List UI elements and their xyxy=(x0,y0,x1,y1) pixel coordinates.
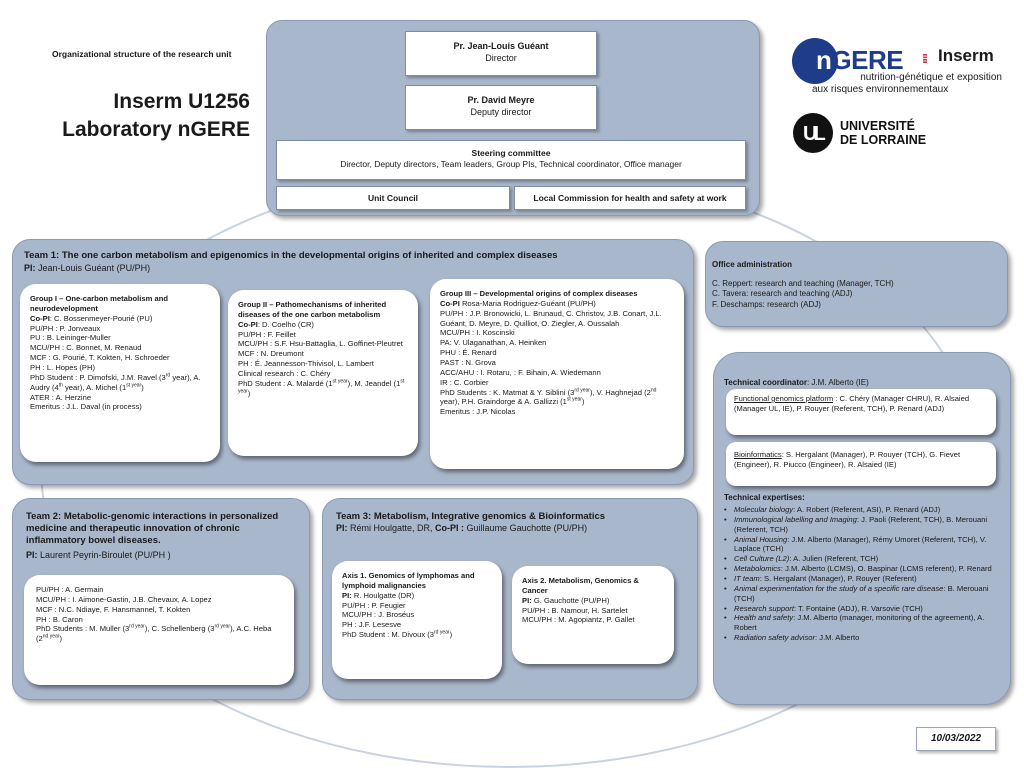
team1-group2-box: Group II – Pathomechanisms of inherited … xyxy=(228,290,418,456)
expertise-item: Research support: T. Fontaine (ADJ), R. … xyxy=(724,604,996,614)
group3-line: PA: V. Ulaganathan, A. Heinken xyxy=(440,338,547,348)
team3-axis2-box: Axis 2. Metabolism, Genomics & Cancer PI… xyxy=(512,566,674,664)
group2-line: PU/PH : F. Feillet xyxy=(238,329,296,339)
team2-line: PU/PH : A. Germain xyxy=(36,585,104,594)
inserm-logo: Inserm xyxy=(938,46,994,65)
team2-title: Team 2: Metabolic-genomic interactions i… xyxy=(26,511,279,546)
director-box: Pr. Jean-Louis Guéant Director xyxy=(405,31,597,76)
office-members: C. Reppert: research and teaching (Manag… xyxy=(712,279,894,309)
expertise-item: Animal experimentation for the study of … xyxy=(724,584,996,604)
group1-line: Emeritus : J.L. Daval (in process) xyxy=(30,402,142,412)
page-title: Inserm U1256 Laboratory nGERE xyxy=(62,90,250,142)
expertise-item: Metabolomics: J.M. Alberto (LCMS), O. Ba… xyxy=(724,564,996,574)
axis1-title: Axis 1. Genomics of lymphomas and lympho… xyxy=(342,571,475,590)
technical-expertises-title: Technical expertises: xyxy=(724,493,805,502)
team2-line: MCF : N.C. Ndiaye, F. Hansmannel, T. Kok… xyxy=(36,604,191,614)
group1-line: MCU/PH : C. Bonnet, M. Renaud xyxy=(30,343,142,353)
axis1-line: MCU/PH : J. Broséus xyxy=(342,610,415,620)
group3-line: PHU : É. Renard xyxy=(440,348,497,358)
axis2-line: MCU/PH : M. Agopiantz, P. Gallet xyxy=(522,615,635,625)
page-subtitle: Organizational structure of the research… xyxy=(52,49,232,59)
group3-line: MCU/PH : I. Koscinski xyxy=(440,328,515,338)
unit-council-box: Unit Council xyxy=(276,186,510,210)
steering-committee-box: Steering committee Director, Deputy dire… xyxy=(276,140,746,180)
team1-pi: PI: Jean-Louis Guéant (PU/PH) xyxy=(24,263,151,273)
team2-members-box: PU/PH : A. Germain MCU/PH : I. Aimone-Ga… xyxy=(24,575,294,685)
local-commission-box: Local Commission for health and safety a… xyxy=(514,186,746,210)
ul-logo-text: UNIVERSITÉ DE LORRAINE xyxy=(840,119,927,147)
technical-expertises-list: Molecular biology: A. Robert (Referent, … xyxy=(724,505,996,643)
expertise-item: IT team: S. Hergalant (Manager), P. Rouy… xyxy=(724,574,996,584)
group1-line: PH : L. Hopes (PH) xyxy=(30,363,95,373)
expertise-item: Animal Housing: J.M. Alberto (Manager), … xyxy=(724,535,996,555)
deputy-role: Deputy director xyxy=(470,106,532,117)
axis2-pi: PI: G. Gauchotte (PU/PH) xyxy=(522,595,610,605)
group3-title: Group III – Developmental origins of com… xyxy=(440,289,638,298)
expertise-item: Radiation safety advisor: J.M. Alberto xyxy=(724,633,996,643)
steering-members: Director, Deputy directors, Team leaders… xyxy=(340,159,682,170)
team1-group3-box: Group III – Developmental origins of com… xyxy=(430,279,684,469)
group2-line: PH : É. Jeannesson-Thivisol, L. Lambert xyxy=(238,359,374,369)
group2-copi: Co-PI: D. Coelho (CR) xyxy=(238,319,314,329)
axis2-line: PU/PH : B. Namour, H. Sartelet xyxy=(522,605,628,615)
team1-title: Team 1: The one carbon metabolism and ep… xyxy=(24,250,558,261)
axis2-title: Axis 2. Metabolism, Genomics & Cancer xyxy=(522,576,639,595)
director-name: Pr. Jean-Louis Guéant xyxy=(453,41,549,51)
group3-line: Emeritus : J.P. Nicolas xyxy=(440,407,516,417)
technical-coordinator: Technical coordinator: J.M. Alberto (IE) xyxy=(724,378,869,387)
group3-phd: PhD Students : K. Matmat & Y. Siblini (3… xyxy=(440,387,657,407)
group3-line: IR : C. Corbier xyxy=(440,377,489,387)
group3-copi: Co-PI Rosa-Maria Rodriguez-Guéant (PU/PH… xyxy=(440,298,596,308)
expertise-item: Molecular biology: A. Robert (Referent, … xyxy=(724,505,996,515)
team2-phd: PhD Students : M. Muller (3rd year), C. … xyxy=(36,623,272,644)
office-panel: Office administration C. Reppert: resear… xyxy=(705,241,1008,327)
group1-line: ATER : A. Herzine xyxy=(30,392,92,402)
group1-line: MCF : G. Pourié, T. Kokten, H. Schroeder xyxy=(30,353,170,363)
group1-title: Group I – One-carbon metabolism and neur… xyxy=(30,294,168,313)
group2-line: Clinical research : C. Chéry xyxy=(238,369,331,379)
group3-line: PU/PH : J.P. Bronowicki, L. Brunaud, C. … xyxy=(440,308,662,328)
team2-line: PH : B. Caron xyxy=(36,614,83,624)
group1-phd: PhD Student : P. Dimofski, J.M. Ravel (3… xyxy=(30,372,201,392)
group2-line: MCU/PH : S.F. Hsu-Battaglia, L. Goffinet… xyxy=(238,339,403,349)
group3-line: ACC/AHU : I. Rotaru, : F. Bihain, A. Wie… xyxy=(440,367,601,377)
team3-pi: PI: Rémi Houlgatte, DR, Co-PI : Guillaum… xyxy=(336,523,588,533)
bioinformatics-box: Bioinformatics: S. Hergalant (Manager), … xyxy=(726,442,996,486)
ngere-logo-circle xyxy=(792,38,838,84)
ul-logo-mark: UL xyxy=(803,123,826,145)
group1-line: PU/PH : P. Jonveaux xyxy=(30,323,101,333)
team3-axis1-box: Axis 1. Genomics of lymphomas and lympho… xyxy=(332,561,502,679)
office-title: Office administration xyxy=(712,260,793,269)
deputy-director-box: Pr. David Meyre Deputy director xyxy=(405,85,597,130)
date-badge: 10/03/2022 xyxy=(916,727,996,751)
team2-line: MCU/PH : I. Aimone-Gastin, J.B. Chevaux,… xyxy=(36,594,212,604)
axis1-pi: PI: R. Houlgatte (DR) xyxy=(342,590,415,600)
team2-pi: PI: Laurent Peyrin-Biroulet (PU/PH ) xyxy=(26,550,171,560)
axis1-phd: PhD Student : M. Divoux (3rd year) xyxy=(342,629,453,640)
group1-copi: Co-PI: C. Bossenmeyer-Pourié (PU) xyxy=(30,313,153,323)
axis1-line: PH : J.F. Lesesve xyxy=(342,620,402,630)
group2-phd: PhD Student : A. Malardé (1st year), M. … xyxy=(238,378,405,398)
group3-line: PAST : N. Grova xyxy=(440,358,496,368)
ngere-logo-subtitle: nutrition-génétique et exposition aux ri… xyxy=(812,72,1002,95)
group2-line: MCF : N. Dreumont xyxy=(238,349,304,359)
ul-logo-circle xyxy=(793,113,833,153)
axis1-line: PU/PH : P. Feugier xyxy=(342,600,406,610)
expertise-item: Cell Culture (L2): A. Julien (Referent, … xyxy=(724,554,996,564)
team3-title: Team 3: Metabolism, Integrative genomics… xyxy=(336,511,606,522)
inserm-logo-icon: ⁞⁞ xyxy=(922,52,928,66)
functional-genomics-platform-box: Functional genomics platform : C. Chéry … xyxy=(726,389,996,435)
group1-line: PU : B. Leininger-Muller xyxy=(30,333,111,343)
director-role: Director xyxy=(485,52,517,63)
steering-title: Steering committee xyxy=(471,148,551,158)
expertise-item: Health and safety: J.M. Alberto (manager… xyxy=(724,613,996,633)
ngere-logo-text: nGERE xyxy=(816,45,904,75)
expertise-item: Immunological labelling and Imaging: J. … xyxy=(724,515,996,535)
deputy-name: Pr. David Meyre xyxy=(467,95,535,105)
team1-group1-box: Group I – One-carbon metabolism and neur… xyxy=(20,284,220,462)
group2-title: Group II – Pathomechanisms of inherited … xyxy=(238,300,387,319)
